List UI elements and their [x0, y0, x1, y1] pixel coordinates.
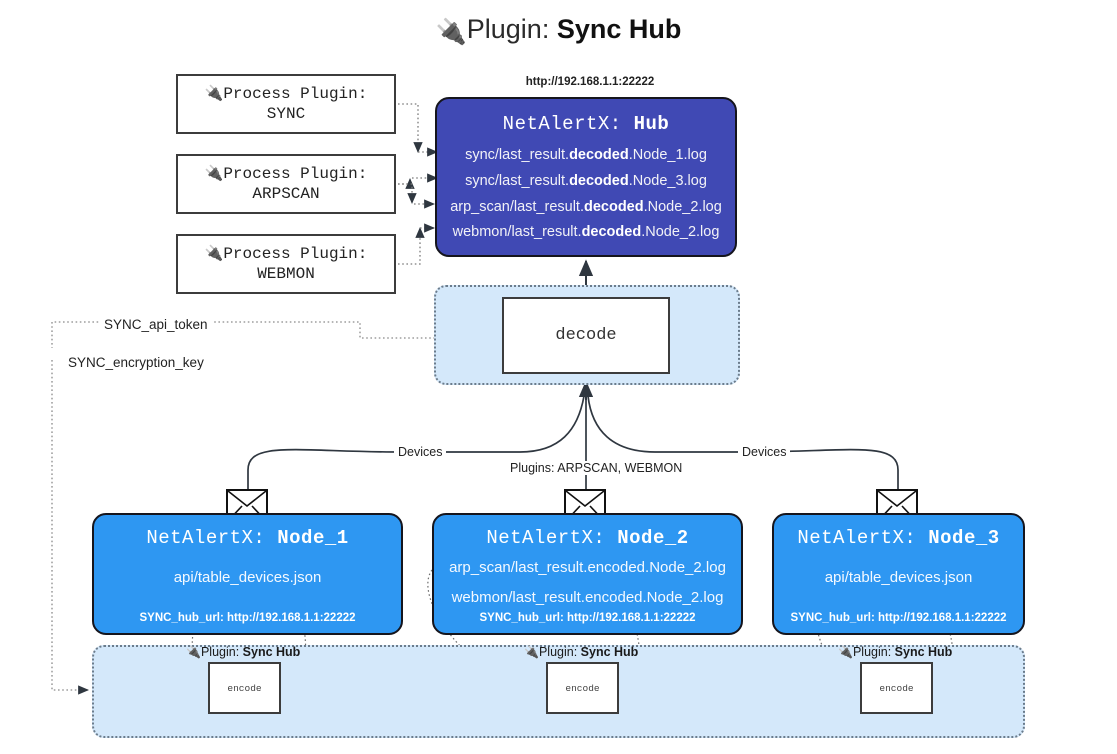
node-box-node-3[interactable]: NetAlertX: Node_3 api/table_devices.json… [772, 513, 1025, 635]
encode-box-2[interactable]: encode [546, 662, 619, 714]
encode-box-1[interactable]: encode [208, 662, 281, 714]
edge-label-plugins: Plugins: ARPSCAN, WEBMON [506, 461, 687, 475]
plug-icon: 🔌 [435, 18, 467, 46]
decode-box[interactable]: decode [502, 297, 670, 374]
process-plugin-label: Process Plugin: [223, 85, 368, 103]
node-line: arp_scan/last_result.encoded.Node_2.log [449, 559, 726, 576]
page-title: 🔌Plugin: Sync Hub [0, 14, 1117, 46]
node-title-prefix: NetAlertX: [146, 527, 266, 549]
plug-icon: 🔌 [186, 645, 201, 659]
sync-api-token-label: SYNC_api_token [100, 317, 212, 332]
edge-label-devices-right: Devices [738, 445, 791, 459]
node-box-node-2[interactable]: NetAlertX: Node_2 arp_scan/last_result.e… [432, 513, 743, 635]
process-plugin-sync[interactable]: 🔌Process Plugin: SYNC [176, 74, 396, 134]
hub-node[interactable]: NetAlertX: Hub sync/last_result.decoded.… [435, 97, 737, 257]
process-plugin-arpscan[interactable]: 🔌Process Plugin: ARPSCAN [176, 154, 396, 214]
encode-plugin-label-3: 🔌Plugin: Sync Hub [838, 645, 953, 659]
node-title-prefix: NetAlertX: [797, 527, 917, 549]
node-box-node-1[interactable]: NetAlertX: Node_1 api/table_devices.json… [92, 513, 403, 635]
hub-log-entry: arp_scan/last_result.decoded.Node_2.log [450, 198, 722, 215]
hub-log-entry: webmon/last_result.decoded.Node_2.log [452, 224, 720, 241]
hub-title-name: Hub [633, 113, 670, 135]
plug-icon: 🔌 [204, 244, 224, 262]
node-footer: SYNC_hub_url: http://192.168.1.1:22222 [479, 612, 696, 624]
hub-log-entry: sync/last_result.decoded.Node_1.log [465, 147, 707, 163]
encode-box-3[interactable]: encode [860, 662, 933, 714]
page-title-prefix: Plugin: [466, 14, 550, 44]
page-title-name: Sync Hub [556, 14, 682, 44]
plug-icon: 🔌 [204, 164, 224, 182]
process-plugin-name: WEBMON [257, 265, 315, 283]
process-plugin-name: ARPSCAN [252, 185, 320, 203]
plug-icon: 🔌 [204, 84, 224, 102]
node-line: webmon/last_result.encoded.Node_2.log [451, 589, 724, 607]
node-line: api/table_devices.json [824, 569, 973, 586]
node-title-prefix: NetAlertX: [486, 527, 606, 549]
node-title-name: Node_2 [617, 527, 689, 549]
hub-log-entry: sync/last_result.decoded.Node_3.log [465, 172, 707, 189]
plug-icon: 🔌 [838, 645, 853, 659]
process-plugin-name: SYNC [266, 105, 306, 123]
hub-title-prefix: NetAlertX: [502, 113, 622, 135]
node-title-name: Node_1 [277, 527, 349, 549]
node-footer: SYNC_hub_url: http://192.168.1.1:22222 [790, 612, 1007, 624]
process-plugin-label: Process Plugin: [223, 245, 368, 263]
node-footer: SYNC_hub_url: http://192.168.1.1:22222 [139, 612, 356, 624]
hub-url-label: http://192.168.1.1:22222 [525, 76, 655, 88]
sync-encryption-key-label: SYNC_encryption_key [64, 355, 208, 370]
process-plugin-webmon[interactable]: 🔌Process Plugin: WEBMON [176, 234, 396, 294]
node-line: api/table_devices.json [173, 569, 322, 586]
plug-icon: 🔌 [524, 645, 539, 659]
edge-label-devices-left: Devices [394, 445, 447, 459]
node-title-name: Node_3 [928, 527, 1000, 549]
process-plugin-label: Process Plugin: [223, 165, 368, 183]
encode-plugin-label-2: 🔌Plugin: Sync Hub [524, 645, 639, 659]
encode-plugin-label-1: 🔌Plugin: Sync Hub [186, 645, 301, 659]
